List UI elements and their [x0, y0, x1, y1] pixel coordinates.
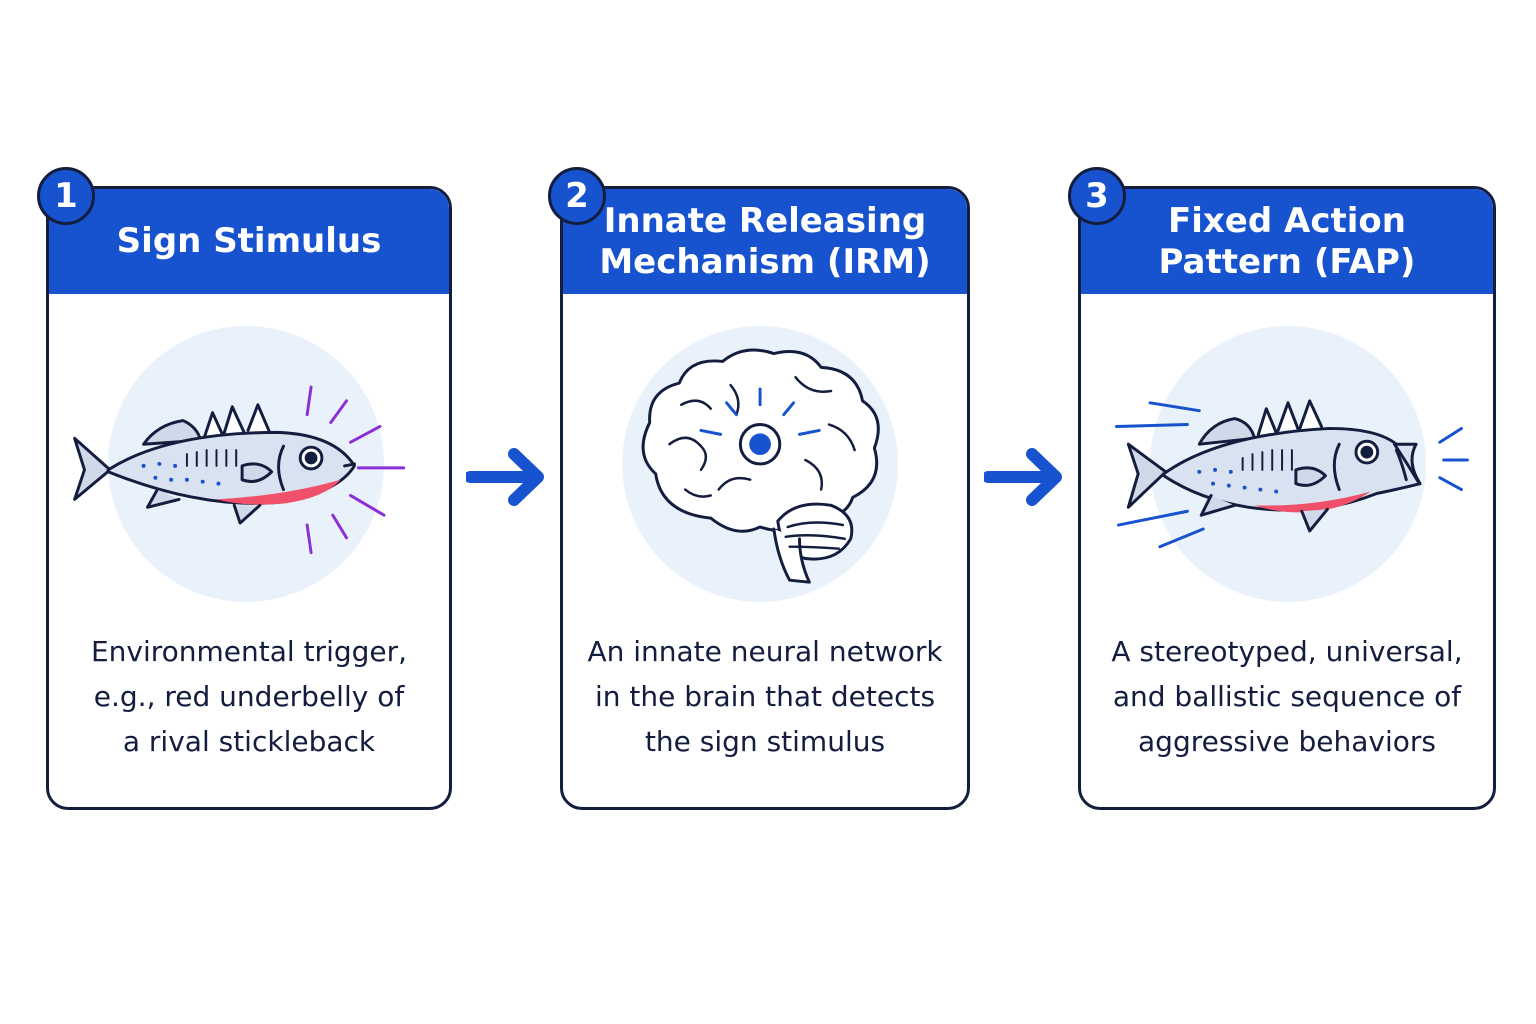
step-card-fap: Fixed Action Pattern (FAP)	[1078, 186, 1496, 810]
card-description: Environmental trigger, e.g., red underbe…	[90, 635, 408, 758]
card-header: Fixed Action Pattern (FAP)	[1081, 189, 1493, 294]
card-title: Innate Releasing Mechanism (IRM)	[599, 200, 931, 282]
step-number-badge: 3	[1068, 167, 1126, 225]
brain-icon	[622, 325, 899, 602]
card-title: Sign Stimulus	[116, 221, 382, 261]
card-title: Fixed Action Pattern (FAP)	[1158, 200, 1416, 282]
arrow-right-icon	[466, 448, 544, 506]
card-header: Sign Stimulus	[49, 189, 449, 294]
step-number-badge: 1	[37, 167, 95, 225]
card-header: Innate Releasing Mechanism (IRM)	[563, 189, 967, 294]
card-description: An innate neural network in the brain th…	[587, 635, 943, 758]
step-card-irm: Innate Releasing Mechanism (IRM)	[560, 186, 970, 810]
card-description: A stereotyped, universal, and ballistic …	[1111, 635, 1463, 758]
step-card-sign-stimulus: Sign Stimulus	[46, 186, 452, 810]
arrow-right-icon	[984, 448, 1062, 506]
step-number-badge: 2	[548, 167, 606, 225]
stickleback-fish-icon	[73, 325, 406, 602]
attacking-fish-icon	[1115, 325, 1469, 602]
